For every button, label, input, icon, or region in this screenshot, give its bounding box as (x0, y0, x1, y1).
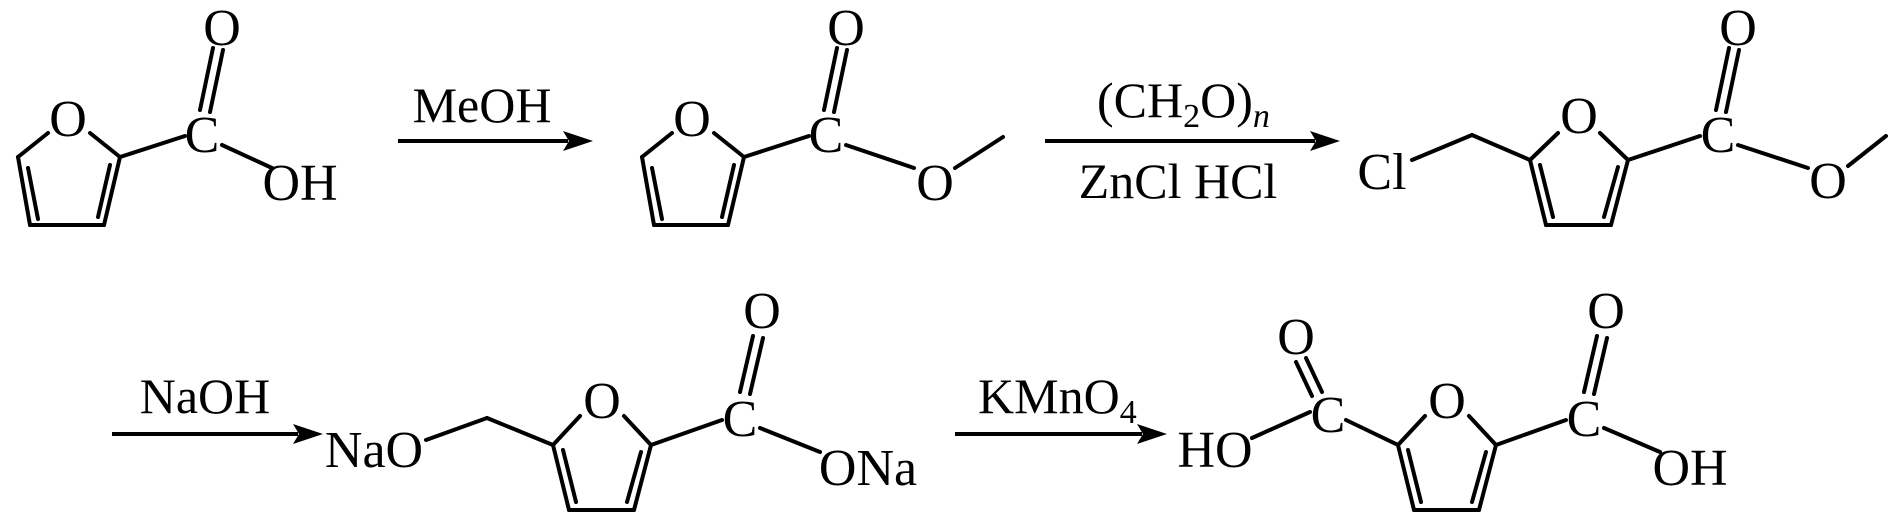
carbonyl-carbon-label: C (1701, 107, 1736, 164)
reaction-arrow-chloromethylation: (CH2O)n ZnCl HCl (1045, 72, 1340, 209)
hydroxyl-label: OH (262, 155, 337, 212)
carbonyl-carbon-label: C (723, 391, 758, 448)
carbonyl-oxygen-label: O (203, 0, 241, 57)
furan-ring (1528, 131, 1630, 227)
reagent-zncl-hcl: ZnCl HCl (1079, 153, 1278, 209)
ester-oxygen-label: O (916, 155, 954, 212)
molecule-methyl-furoate: O C O O (640, 0, 1005, 227)
molecule-furoic-acid: O C O OH (16, 0, 338, 227)
reagent-methanol: MeOH (413, 77, 552, 133)
molecule-disodium-salt: NaO O C O ONa (325, 283, 917, 512)
reagent-naoh: NaOH (140, 368, 271, 424)
ring-oxygen-label: O (673, 91, 711, 148)
carbonyl-carbon-label: C (185, 107, 220, 164)
ring-oxygen-label: O (1428, 373, 1466, 430)
molecule-chloromethyl-furoate: Cl O C O O (1357, 0, 1888, 227)
ester-oxygen-label: O (1809, 153, 1847, 210)
carbonyl-carbon-label: C (809, 107, 844, 164)
carbonyl-oxygen-label: O (827, 0, 865, 57)
hydroxyl-left-label: HO (1177, 422, 1252, 479)
reaction-arrow-kmno4: KMnO4 (955, 368, 1167, 444)
furan-ring (640, 131, 746, 227)
carbonyl-carbon-right-label: C (1567, 391, 1602, 448)
reagent-paraformaldehyde: (CH2O)n (1097, 72, 1270, 135)
hydroxyl-right-label: OH (1652, 440, 1727, 497)
furan-ring (1396, 414, 1498, 512)
sodium-carboxylate-label: ONa (819, 440, 917, 497)
carbonyl-oxygen-label: O (1719, 0, 1757, 57)
reaction-arrow-methanol: MeOH (398, 77, 593, 151)
chlorine-label: Cl (1357, 144, 1406, 201)
reaction-arrow-naoh: NaOH (112, 368, 323, 444)
ring-oxygen-label: O (583, 373, 621, 430)
carbonyl-carbon-left-label: C (1311, 387, 1346, 444)
furan-ring (551, 414, 653, 512)
carbonyl-oxygen-left-label: O (1277, 309, 1315, 366)
furan-ring (16, 131, 122, 227)
carbonyl-oxygen-label: O (743, 283, 781, 340)
carbonyl-oxygen-right-label: O (1587, 283, 1625, 340)
sodium-alkoxide-label: NaO (325, 422, 423, 479)
ring-oxygen-label: O (1560, 88, 1598, 145)
molecule-furandicarboxylic-acid: HO C O O C O OH (1177, 283, 1728, 512)
ring-oxygen-label: O (49, 91, 87, 148)
reagent-kmno4: KMnO4 (978, 368, 1137, 431)
